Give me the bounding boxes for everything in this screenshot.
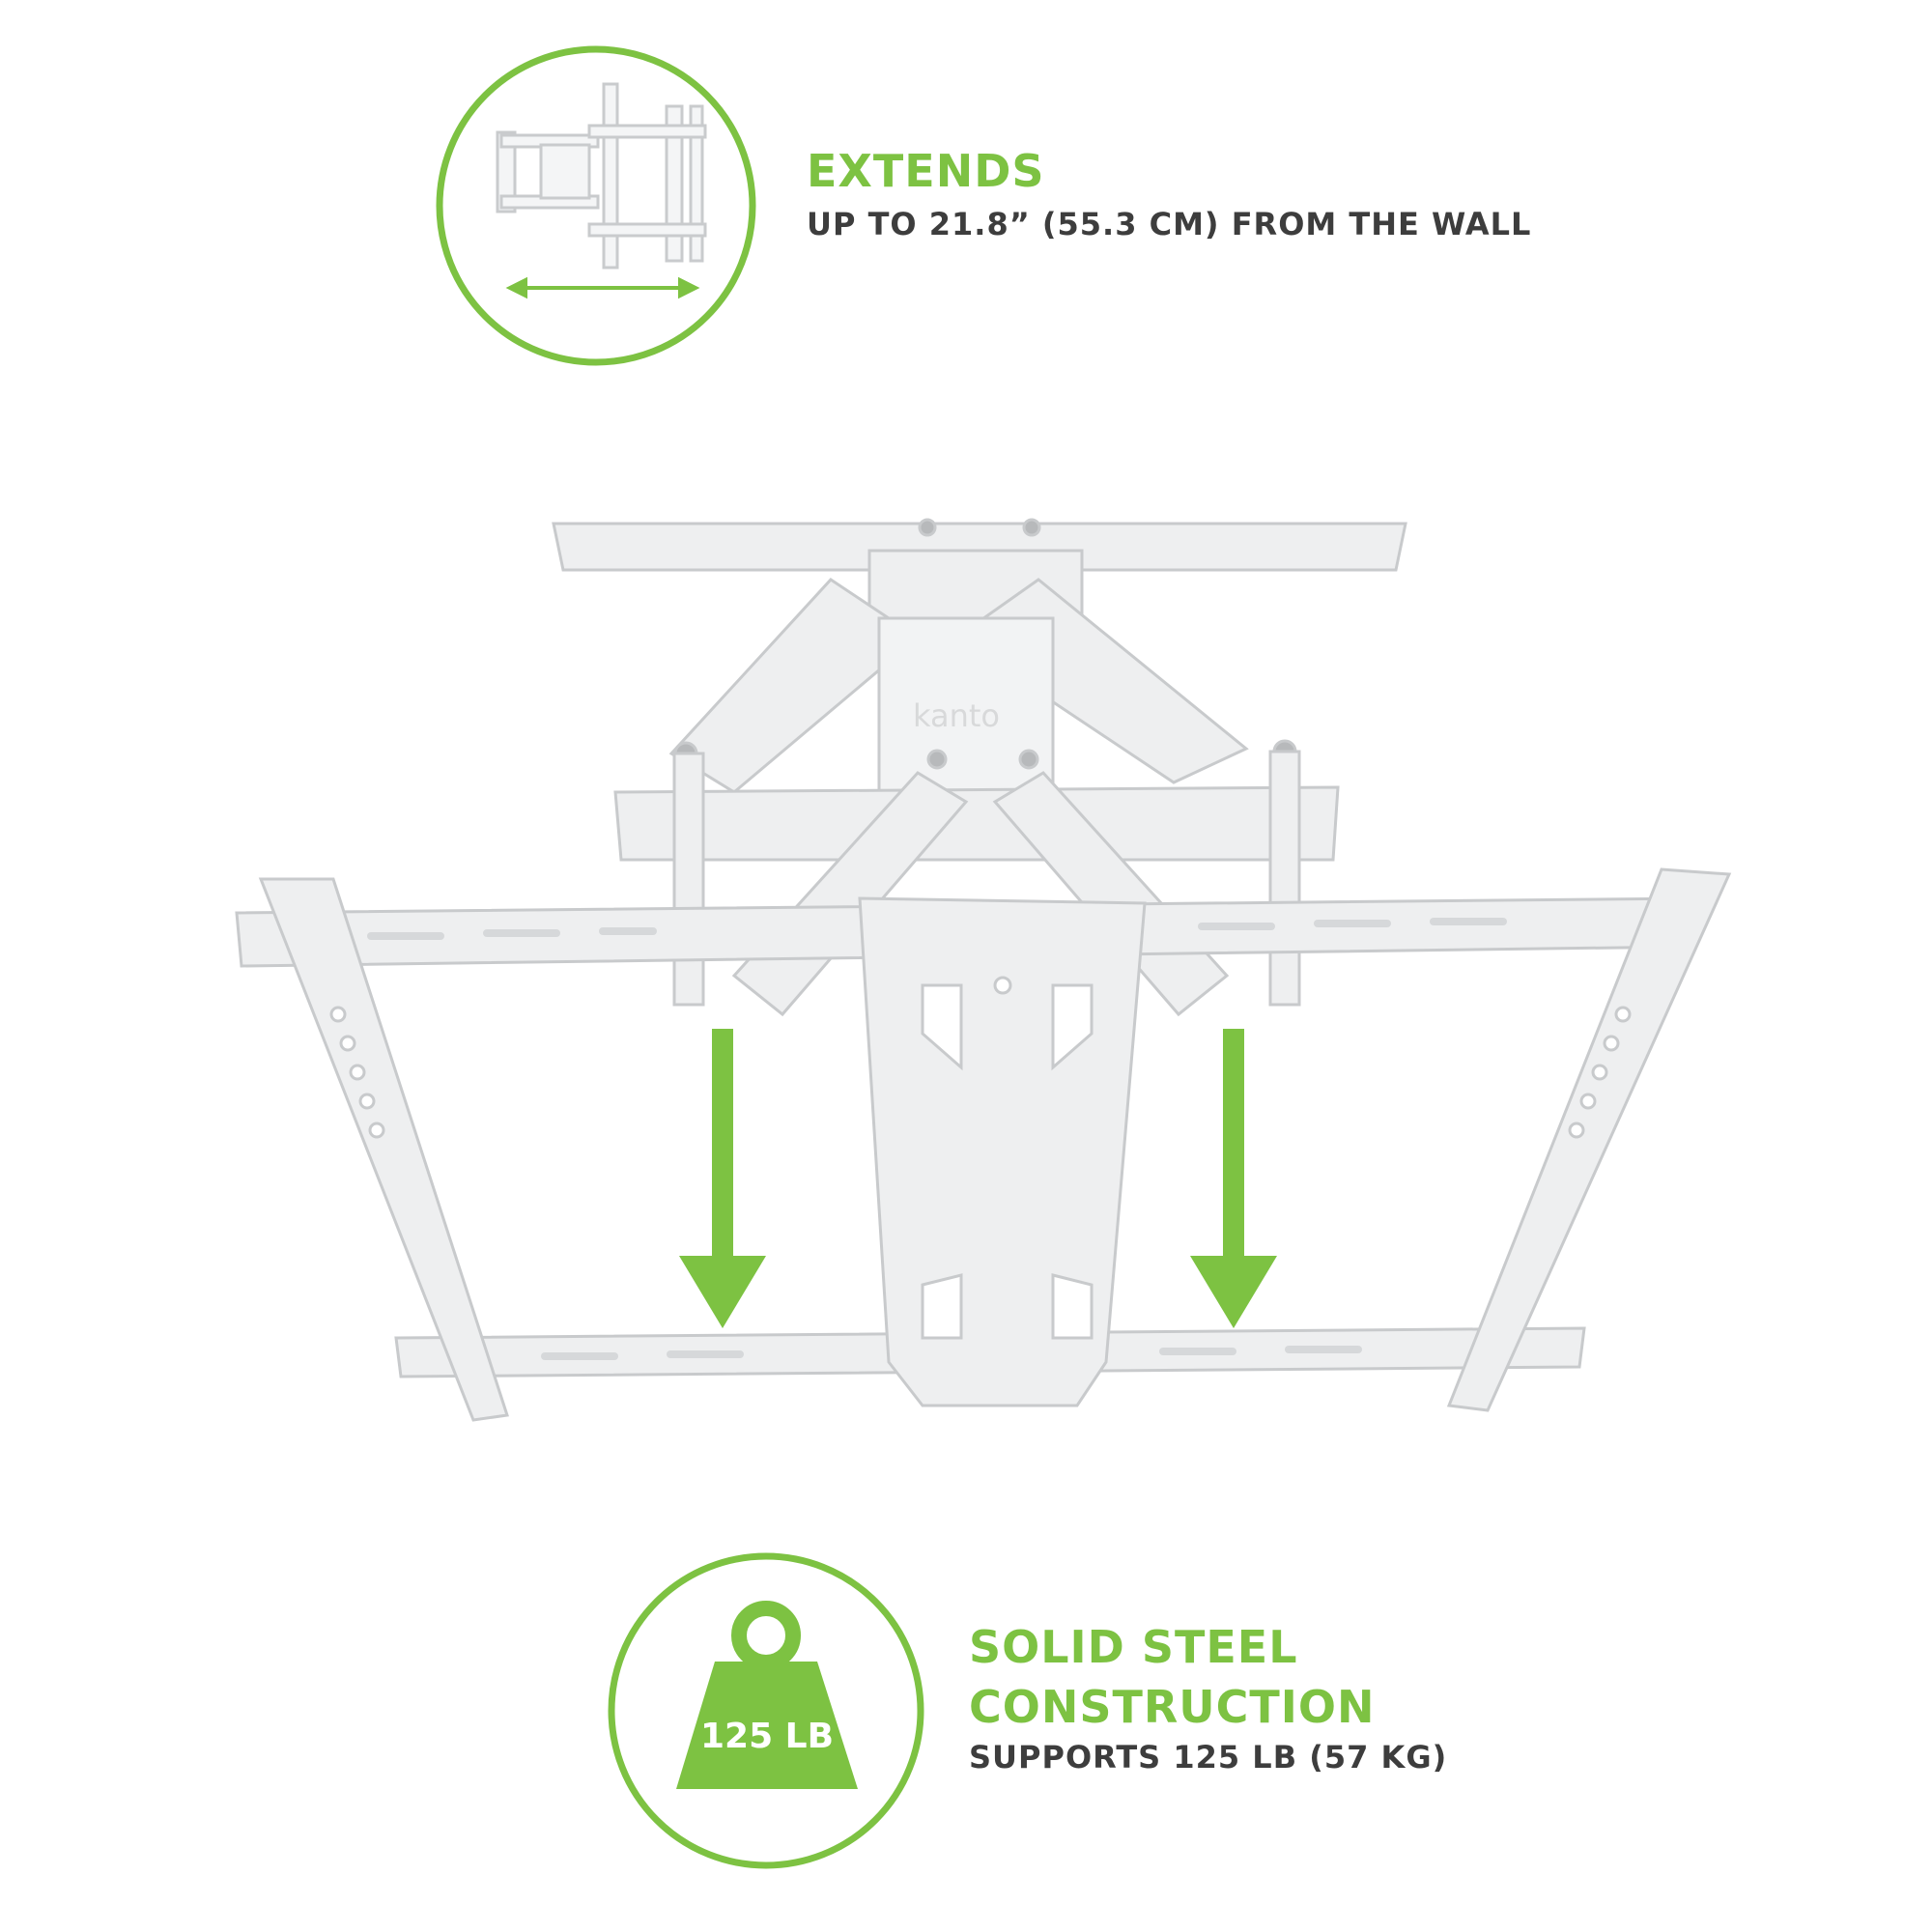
down-arrow-icon xyxy=(1190,1029,1277,1328)
brand-logo: kanto xyxy=(913,697,1000,734)
down-arrow-icon xyxy=(679,1029,766,1328)
extends-subtitle: UP TO 21.8” (55.3 CM) FROM THE WALL xyxy=(807,206,1532,242)
extends-title: EXTENDS xyxy=(807,145,1045,197)
steel-title-line2: CONSTRUCTION xyxy=(969,1681,1376,1733)
weight-label: 125 LB xyxy=(699,1717,835,1756)
extension-diagram-icon xyxy=(436,45,756,366)
steel-title-line1: SOLID STEEL xyxy=(969,1621,1298,1673)
tv-mount-image xyxy=(235,518,1732,1422)
weight-icon xyxy=(608,1552,924,1869)
steel-subtitle: SUPPORTS 125 LB (57 KG) xyxy=(969,1739,1448,1776)
